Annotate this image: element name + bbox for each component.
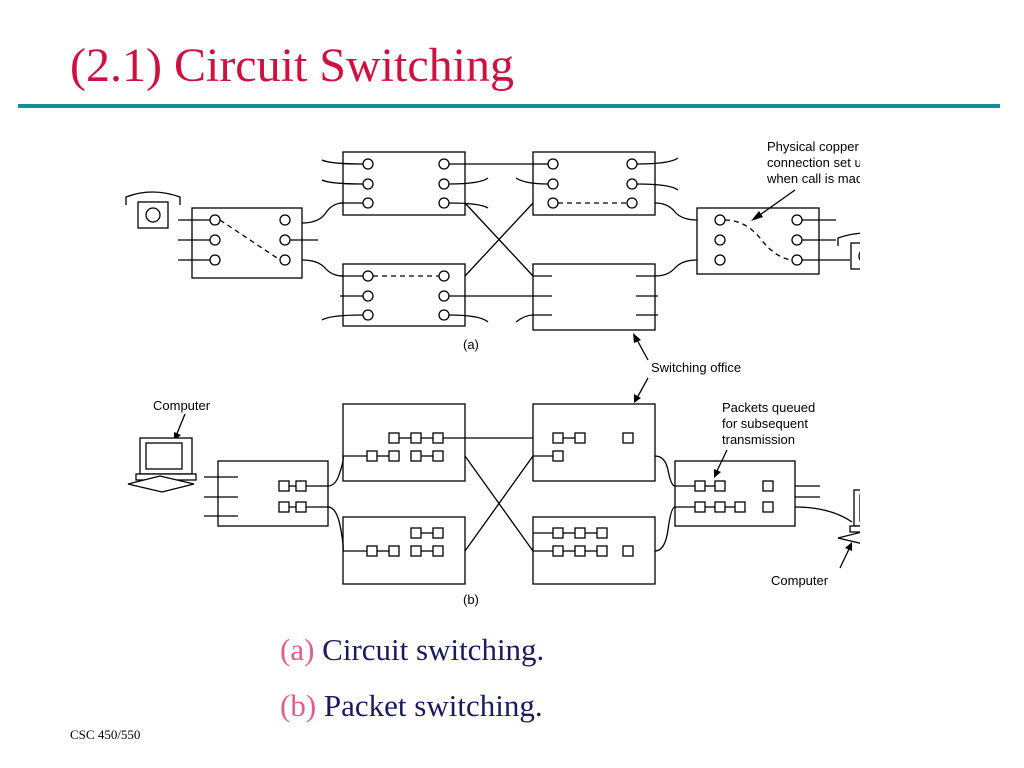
annotation-arrow-computer-left	[174, 413, 186, 441]
caption-label-a: (a)	[280, 632, 315, 667]
annotation-packets-line-1: Packets queued	[722, 400, 815, 415]
switching-diagram: Physical copper connection set up when c…	[125, 139, 860, 607]
switch-upper-right	[532, 151, 656, 216]
label-b: (b)	[463, 592, 479, 607]
packet-switching-diagram: Computer	[127, 398, 860, 607]
annotation-packets-line-2: for subsequent	[722, 416, 808, 431]
annotation-switching-office: Switching office	[651, 360, 741, 375]
annotation-computer-right: Computer	[771, 573, 829, 588]
annotation-copper-line-3: when call is made	[766, 171, 860, 186]
footer-course-code: CSC 450/550	[70, 727, 141, 742]
annotation-arrow-computer-right	[839, 542, 852, 569]
caption-packet-switching: (b) Packet switching.	[280, 690, 543, 721]
switch-lower-left	[342, 263, 466, 327]
telephone-left-icon	[125, 191, 181, 229]
caption-label-b: (b)	[280, 688, 317, 723]
title-divider	[18, 104, 1000, 108]
annotation-copper-line-2: connection set up	[767, 155, 860, 170]
router-upper-left	[342, 403, 466, 482]
switch-lower-right	[532, 263, 656, 331]
circuit-switching-diagram: Physical copper connection set up when c…	[125, 139, 860, 352]
annotation-computer-left: Computer	[153, 398, 211, 413]
router-left	[217, 460, 329, 527]
switch-right	[696, 207, 820, 275]
computer-left-icon	[127, 437, 197, 493]
telephone-right-icon	[837, 232, 860, 270]
caption-circuit-switching: (a) Circuit switching.	[280, 634, 544, 665]
annotation-arrows-switching-office	[633, 333, 649, 403]
slide-title: (2.1) Circuit Switching	[70, 39, 514, 92]
router-right	[674, 460, 796, 527]
annotation-copper-line-1: Physical copper	[767, 139, 859, 154]
computer-right-icon	[837, 489, 860, 544]
annotation-arrow-packets	[714, 449, 728, 478]
caption-text-a: Circuit switching.	[322, 632, 545, 667]
annotation-arrow-copper	[751, 189, 796, 221]
router-upper-right	[532, 403, 656, 482]
switch-left	[191, 207, 303, 279]
label-a: (a)	[463, 337, 479, 352]
annotation-packets-line-3: transmission	[722, 432, 795, 447]
caption-text-b: Packet switching.	[323, 688, 543, 723]
